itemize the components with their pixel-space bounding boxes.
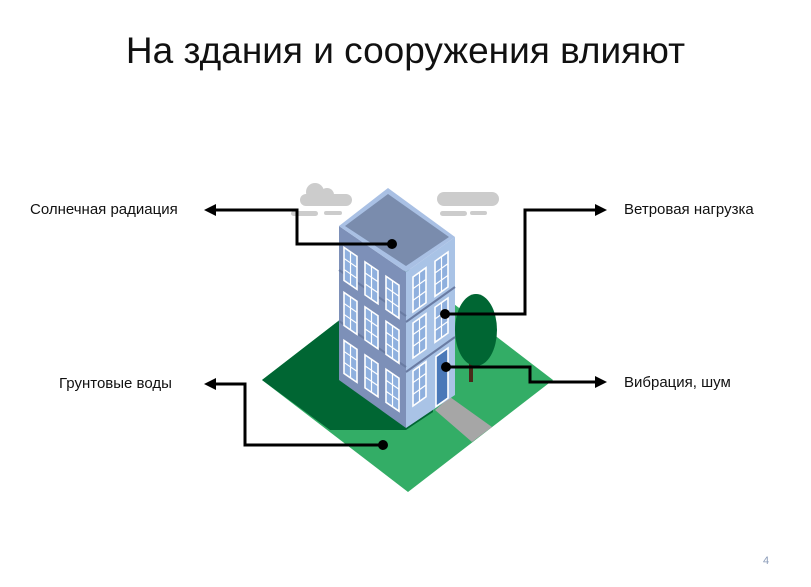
window-transom bbox=[364, 272, 379, 283]
window-transom bbox=[385, 297, 400, 308]
arrow-left-icon bbox=[204, 378, 216, 390]
window-transom bbox=[412, 372, 427, 384]
window-transom bbox=[385, 390, 400, 401]
cloud-right-icon bbox=[437, 192, 499, 216]
window-transom bbox=[364, 317, 379, 328]
roof bbox=[345, 194, 449, 266]
cloud-left-icon bbox=[291, 183, 352, 216]
window-transom bbox=[385, 286, 400, 297]
window-transom bbox=[412, 336, 427, 347]
building bbox=[338, 188, 456, 428]
vibration-connector bbox=[446, 365, 597, 384]
dot-marker bbox=[378, 440, 388, 450]
label-solar-radiation: Солнечная радиация bbox=[30, 201, 178, 218]
arrow-left-icon bbox=[204, 204, 216, 216]
groundwater-connector bbox=[214, 382, 383, 447]
window-transom bbox=[412, 278, 427, 290]
dot-marker bbox=[440, 309, 450, 319]
page-number: 4 bbox=[763, 555, 770, 567]
arrowheads bbox=[204, 204, 607, 450]
label-wind-load: Ветровая нагрузка bbox=[624, 201, 754, 218]
window-transom bbox=[434, 274, 449, 286]
floor-line bbox=[405, 286, 456, 323]
window-transom bbox=[385, 379, 400, 390]
arrow-right-icon bbox=[595, 376, 607, 388]
window-transom bbox=[434, 263, 449, 274]
connectors bbox=[214, 208, 597, 447]
window-transom bbox=[434, 320, 449, 332]
dot-marker bbox=[387, 239, 397, 249]
window-transom bbox=[412, 290, 427, 301]
label-groundwater: Грунтовые воды bbox=[59, 375, 172, 392]
window-transom bbox=[343, 361, 358, 372]
solar-connector bbox=[214, 208, 392, 246]
door bbox=[435, 346, 449, 409]
window-transom bbox=[385, 342, 400, 353]
window-transom bbox=[412, 324, 427, 336]
floor-line bbox=[405, 336, 456, 373]
window-transom bbox=[364, 328, 379, 339]
window-transom bbox=[412, 384, 427, 395]
path bbox=[435, 397, 492, 442]
window-transom bbox=[343, 313, 358, 324]
dot-marker bbox=[441, 362, 451, 372]
tree-icon bbox=[455, 294, 497, 382]
window-transom bbox=[343, 350, 358, 361]
wind-connector bbox=[445, 208, 597, 316]
label-vibration-noise: Вибрация, шум bbox=[624, 374, 731, 391]
arrow-right-icon bbox=[595, 204, 607, 216]
window-transom bbox=[364, 376, 379, 387]
window-transom bbox=[343, 257, 358, 268]
window-transom bbox=[343, 268, 358, 279]
window-transom bbox=[364, 283, 379, 294]
window-transom bbox=[364, 365, 379, 376]
window-transom bbox=[343, 302, 358, 313]
slide-title: На здания и сооружения влияют bbox=[125, 30, 686, 71]
clouds bbox=[291, 183, 499, 216]
window-transom bbox=[385, 331, 400, 342]
